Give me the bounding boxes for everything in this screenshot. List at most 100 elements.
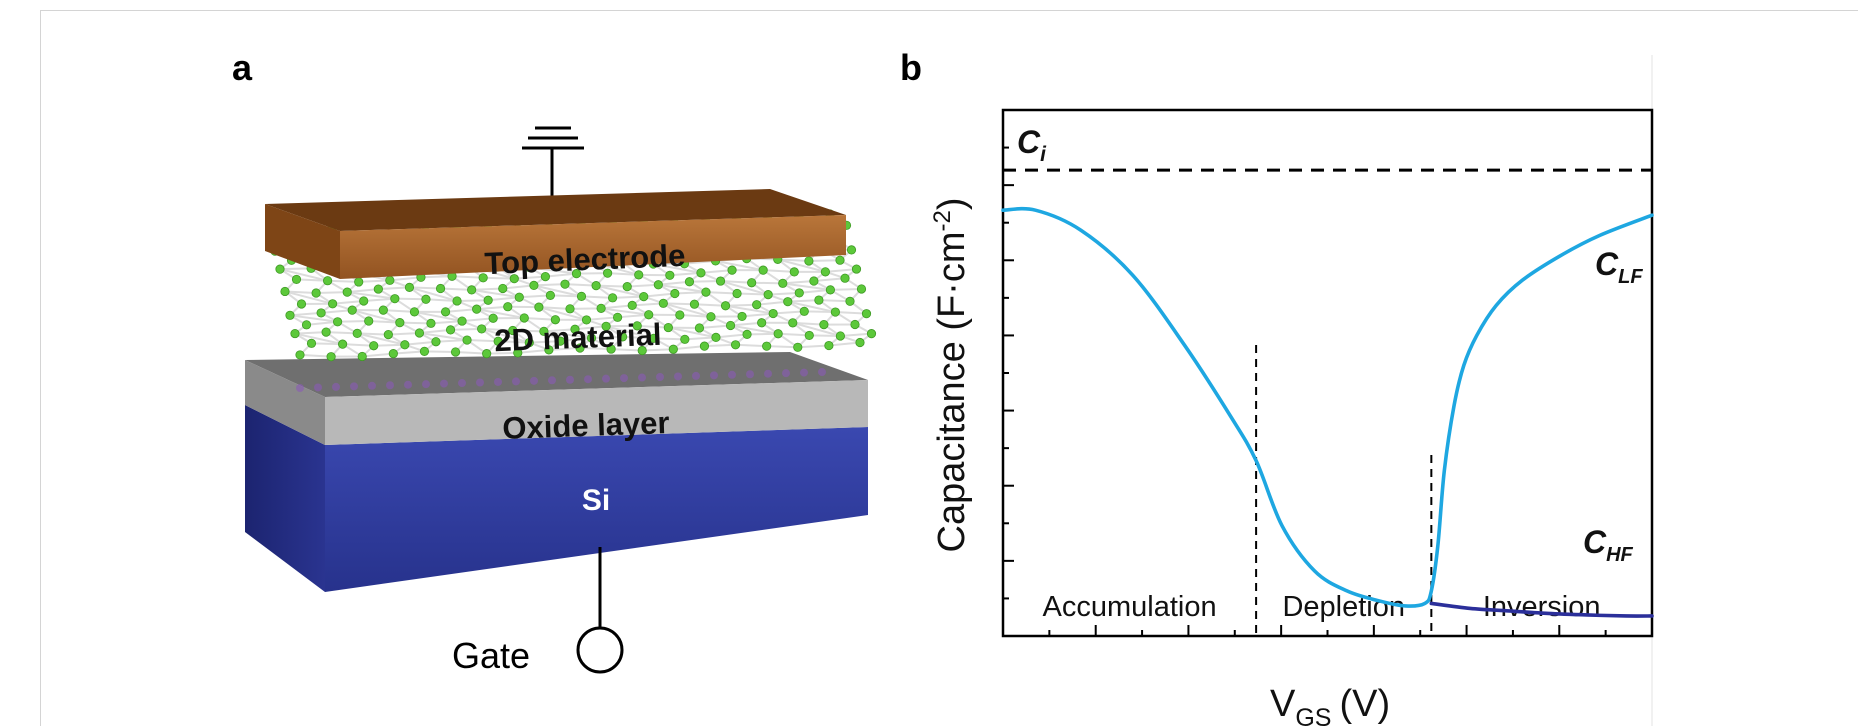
lattice-bond bbox=[279, 267, 312, 271]
lattice-atom bbox=[835, 255, 845, 265]
lattice-bond bbox=[766, 345, 798, 349]
lattice-atom bbox=[627, 300, 637, 310]
lattice-bond bbox=[476, 308, 525, 319]
lattice-atom bbox=[560, 279, 570, 289]
lattice-bond bbox=[326, 331, 358, 335]
lattice-bond bbox=[668, 326, 717, 339]
lattice-atom bbox=[383, 330, 393, 340]
lattice-atom bbox=[478, 273, 488, 283]
lattice-bond bbox=[715, 333, 748, 339]
lattice-bond bbox=[517, 348, 549, 354]
lattice-bond bbox=[799, 288, 831, 294]
interface-atom bbox=[296, 384, 304, 392]
lattice-bond bbox=[601, 304, 633, 310]
lattice-atom bbox=[513, 348, 523, 358]
series-label-hf: CHF bbox=[1583, 524, 1634, 566]
lattice-bond bbox=[414, 310, 463, 323]
interface-atom bbox=[764, 369, 772, 378]
lattice-atom bbox=[545, 290, 555, 300]
lattice-bond bbox=[658, 283, 707, 294]
lattice-bond bbox=[741, 312, 774, 318]
panel-a-letter: a bbox=[232, 47, 253, 88]
lattice-atom bbox=[390, 294, 400, 304]
lattice-atom bbox=[653, 280, 663, 290]
lattice-atom bbox=[514, 292, 524, 302]
lattice-bond bbox=[368, 320, 400, 324]
lattice-bond bbox=[357, 332, 389, 336]
oxide-layer bbox=[245, 352, 868, 445]
plot-frame bbox=[1001, 108, 1654, 638]
region-label: Inversion bbox=[1483, 591, 1601, 623]
lattice-atom bbox=[634, 270, 644, 280]
lattice-bond bbox=[684, 336, 717, 341]
lattice-atom bbox=[699, 341, 710, 351]
lattice-bond bbox=[545, 272, 577, 278]
lattice-atom bbox=[606, 344, 616, 354]
oxide-top-face bbox=[245, 352, 868, 397]
lattice-atom bbox=[591, 281, 601, 291]
lattice-atom bbox=[737, 311, 747, 322]
lattice-atom bbox=[369, 341, 379, 351]
lattice-bond bbox=[294, 332, 343, 346]
lattice-bond bbox=[699, 324, 731, 329]
lattice-bond bbox=[804, 310, 836, 314]
lattice-atom bbox=[342, 287, 352, 297]
lattice-bond bbox=[488, 296, 520, 302]
lattice-bond bbox=[299, 353, 332, 358]
lattice-atom bbox=[421, 294, 431, 304]
lattice-bond bbox=[321, 309, 353, 314]
lattice-atom bbox=[347, 305, 357, 315]
lattice-atom bbox=[534, 302, 544, 312]
lattice-atom bbox=[482, 349, 492, 359]
interface-atom bbox=[350, 382, 358, 391]
lattice-bond bbox=[548, 347, 581, 351]
lattice-atom bbox=[414, 328, 425, 338]
interface-atom bbox=[422, 380, 430, 389]
oxide-front-face bbox=[325, 380, 868, 445]
lattice-bond bbox=[663, 302, 712, 318]
lattice-bond bbox=[358, 279, 390, 283]
lattice-bond bbox=[564, 283, 597, 287]
lattice-bond bbox=[663, 302, 695, 306]
lattice-atom bbox=[835, 331, 845, 341]
lattice-bond bbox=[768, 291, 800, 296]
lattice-bond bbox=[778, 332, 810, 337]
interface-atom bbox=[440, 379, 448, 388]
lattice-bond bbox=[533, 283, 566, 287]
lattice-atom bbox=[483, 295, 493, 305]
interface-atom bbox=[638, 373, 646, 382]
lattice-atom bbox=[326, 352, 336, 362]
lattice-bond bbox=[756, 300, 788, 306]
lattice-atom bbox=[519, 313, 529, 323]
2d-material-label: 2D material bbox=[494, 317, 662, 358]
lattice-atom bbox=[732, 288, 742, 299]
lattice-atom bbox=[825, 285, 835, 295]
lattice-atom bbox=[529, 280, 539, 290]
lattice-bond bbox=[787, 300, 836, 314]
lattice-bond bbox=[419, 331, 468, 342]
lattice-atom bbox=[311, 288, 321, 298]
lattice-bond bbox=[393, 350, 425, 355]
lattice-atom bbox=[608, 293, 618, 303]
lattice-bond bbox=[404, 340, 437, 346]
lattice-atom bbox=[768, 308, 778, 319]
lattice-bond bbox=[373, 343, 405, 347]
lattice-atom bbox=[763, 290, 773, 300]
lattice-bond bbox=[560, 337, 592, 343]
lattice-bond bbox=[828, 341, 861, 347]
lattice-atom bbox=[747, 278, 757, 288]
lattice-atom bbox=[565, 304, 575, 314]
lattice-atom bbox=[570, 324, 580, 334]
lattice-atom bbox=[783, 297, 793, 307]
lattice-bond bbox=[679, 313, 712, 318]
lattice-bond bbox=[725, 304, 774, 315]
lattice-bond bbox=[347, 291, 395, 300]
ci-label: Ci bbox=[1017, 124, 1047, 166]
interface-atom bbox=[566, 375, 574, 384]
lattice-bond bbox=[356, 332, 406, 346]
interface-atom bbox=[602, 374, 610, 383]
figure-frame bbox=[40, 10, 1858, 726]
lattice-bond bbox=[720, 280, 769, 296]
